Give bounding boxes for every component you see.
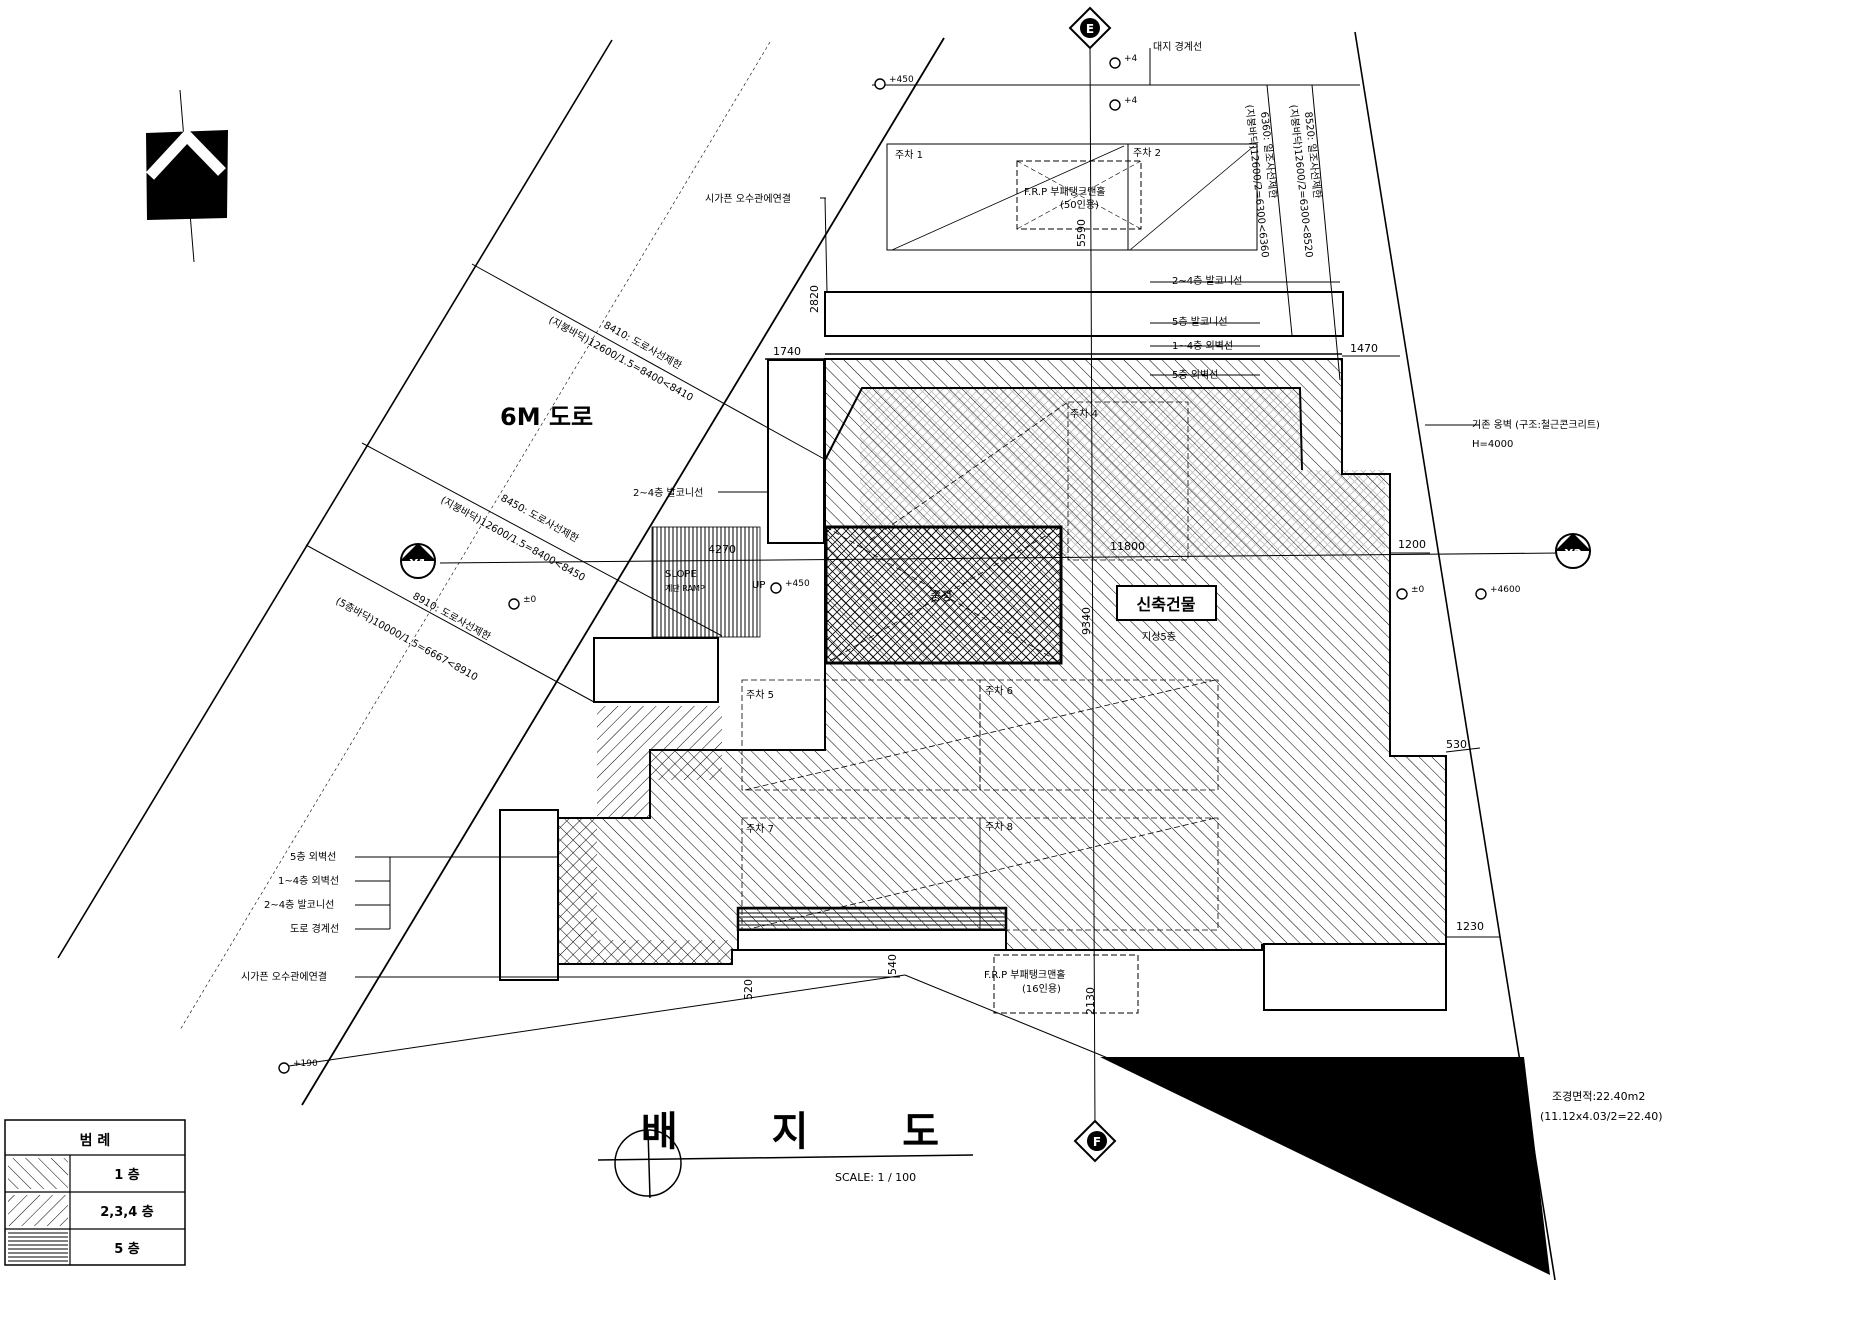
building-chamfer [824,387,1303,471]
svg-text:1230: 1230 [1456,920,1484,933]
svg-text:+190: +190 [293,1059,318,1069]
svg-text:(5층바닥)10000/1.5=6667<8910: (5층바닥)10000/1.5=6667<8910 [334,595,480,683]
svg-text:대지 경계선: 대지 경계선 [1153,40,1202,53]
svg-text:조경면적:22.40m2: 조경면적:22.40m2 [1552,1090,1645,1103]
svg-text:+4: +4 [1124,54,1138,64]
building-name-tag: 신축건물 지상5층 중정 [930,585,1217,643]
svg-text:4270: 4270 [708,543,736,556]
section-mark-left: X1 [400,543,436,579]
svg-text:기존 옹벽 (구조:철근콘크리트): 기존 옹벽 (구조:철근콘크리트) [1472,419,1600,431]
svg-text:주차 1: 주차 1 [895,149,923,161]
svg-text:5층 외벽선: 5층 외벽선 [290,851,336,863]
svg-text:5590: 5590 [1075,219,1088,247]
svg-text:8410: 도로사선제한: 8410: 도로사선제한 [602,319,684,372]
north-arrow-icon [145,89,228,263]
parking-area-inner [736,401,1219,1014]
svg-text:2820: 2820 [808,285,821,313]
legend-swatch-1 [8,1158,68,1189]
svg-text:배 지 도: 배 지 도 [641,1109,979,1155]
building-floor5-inset [860,387,1385,560]
svg-text:11800: 11800 [1110,540,1145,553]
svg-text:2130: 2130 [1084,987,1097,1015]
svg-text:F.R.P 부패탱크맨홀: F.R.P 부패탱크맨홀 [1024,185,1106,198]
svg-text:계단 RAMP: 계단 RAMP [665,583,705,593]
road-lines [57,37,945,1106]
svg-text:E: E [1086,22,1094,36]
annotations: 대지 경계선 주차 1 주차 2 F.R.P 부패탱크맨홀 (50인용) 시가픈… [241,40,1663,1123]
svg-text:SLOPE: SLOPE [665,569,697,580]
svg-text:시가픈 오수관에연결: 시가픈 오수관에연결 [241,971,327,983]
svg-text:+450: +450 [785,579,810,589]
svg-text:2~4층 발코니선: 2~4층 발코니선 [633,487,703,499]
svg-text:신축건물: 신축건물 [1137,595,1196,614]
svg-text:주차 7: 주차 7 [746,823,774,835]
level-markers: +450 +4 +4 ±0 +450 ±0 +4600 +190 [278,54,1521,1074]
building-floor2-4 [558,706,732,964]
outline-lines-top [765,291,1344,360]
svg-text:주차 2: 주차 2 [1133,147,1161,159]
svg-text:주차 4: 주차 4 [1070,408,1098,420]
dimension-lines [1150,281,1525,1071]
svg-text:H=4000: H=4000 [1472,439,1513,450]
svg-text:1~4층 외벽선: 1~4층 외벽선 [1172,340,1233,352]
svg-text:6M 도로: 6M 도로 [500,403,593,431]
svg-text:1~4층 외벽선: 1~4층 외벽선 [278,875,339,887]
svg-text:(50인용): (50인용) [1060,199,1099,211]
svg-text:2~4층 발코니선: 2~4층 발코니선 [264,899,334,911]
svg-text:530: 530 [1446,738,1467,751]
svg-text:8910: 도로사선제한: 8910: 도로사선제한 [411,590,493,643]
svg-text:1 층: 1 층 [114,1167,140,1183]
svg-text:1200: 1200 [1398,538,1426,551]
svg-text:2,3,4 층: 2,3,4 층 [100,1204,154,1220]
entrance-ramp [651,526,761,638]
svg-text:±0: ±0 [1411,585,1425,595]
section-mark-bottom: F [1073,1119,1117,1163]
road-label: 6M 도로 [500,403,593,431]
svg-text:5 층: 5 층 [114,1241,140,1257]
svg-text:2~4층 발코니선: 2~4층 발코니선 [1172,275,1242,287]
svg-text:범 례: 범 례 [80,1133,111,1149]
legend-table: 범 례 1 층 2,3,4 층 5 층 [4,1119,186,1266]
svg-text:±0: ±0 [523,595,537,605]
legend-swatch-3 [8,1232,68,1263]
landscape-area [1100,1057,1550,1275]
svg-text:F.R.P 부패탱크맨홀: F.R.P 부패탱크맨홀 [984,968,1066,981]
svg-text:시가픈 오수관에연결: 시가픈 오수관에연결 [705,193,791,205]
dimension-values: 1740 1470 1200 530 1230 2820 5590 4270 1… [708,219,1484,1015]
svg-text:F: F [1093,1135,1101,1149]
legend-leaders [355,197,900,978]
svg-text:도로 경계선: 도로 경계선 [290,922,339,935]
svg-text:(11.12x4.03/2=22.40): (11.12x4.03/2=22.40) [1540,1110,1663,1123]
svg-text:X1: X1 [409,557,427,571]
svg-text:X2: X2 [1564,547,1582,561]
parking-area-top [886,143,1258,251]
legend-swatch-2 [8,1195,68,1226]
svg-text:5층 외벽선: 5층 외벽선 [1172,369,1218,381]
svg-text:주차 6: 주차 6 [985,685,1013,697]
svg-text:540: 540 [886,954,899,975]
svg-text:1470: 1470 [1350,342,1378,355]
svg-text:+4: +4 [1124,96,1138,106]
setback-lines [305,84,1341,703]
svg-text:주차 5: 주차 5 [746,689,774,701]
svg-text:5층 발코니선: 5층 발코니선 [1172,316,1228,328]
svg-text:+4600: +4600 [1490,585,1521,595]
section-mark-right: X2 [1555,533,1591,569]
svg-text:SCALE: 1 / 100: SCALE: 1 / 100 [835,1171,916,1184]
svg-text:(16인용): (16인용) [1022,983,1061,995]
exterior-blocks [499,359,1447,1011]
section-mark-top: E [1068,6,1112,50]
svg-text:주차 8: 주차 8 [985,821,1013,833]
svg-text:중정: 중정 [930,589,952,603]
title-block: 배 지 도 SCALE: 1 / 100 [597,1109,979,1199]
svg-text:9340: 9340 [1080,607,1093,635]
svg-text:지상5층: 지상5층 [1142,631,1176,643]
courtyard [824,525,1063,665]
svg-text:UP: UP [752,580,765,591]
svg-text:+450: +450 [889,75,914,85]
svg-text:520: 520 [742,979,755,1000]
svg-text:1740: 1740 [773,345,801,358]
